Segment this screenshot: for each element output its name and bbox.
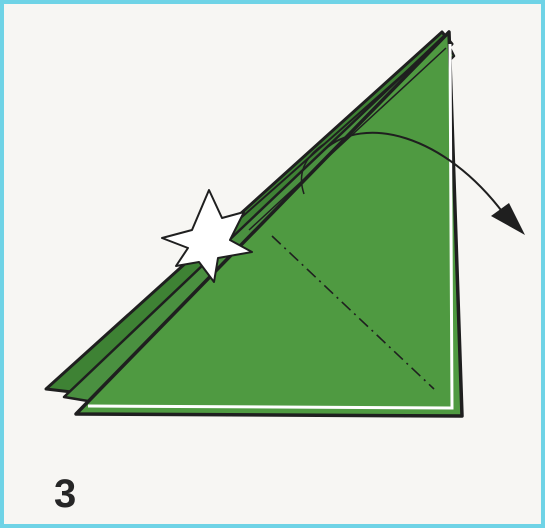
step-number: 3 [54, 472, 77, 516]
arrow-head-icon [491, 203, 525, 235]
curved-arrow-icon [323, 131, 505, 215]
starburst-icon [161, 189, 253, 283]
fold-angle-arc [300, 143, 325, 195]
fold-layer-line [233, 39, 443, 225]
paper-front-layer [74, 30, 464, 418]
origami-fold-diagram [44, 30, 525, 418]
fold-guide-line [271, 235, 435, 390]
fold-layer-line [248, 47, 447, 231]
paper-white-edge [87, 43, 454, 410]
